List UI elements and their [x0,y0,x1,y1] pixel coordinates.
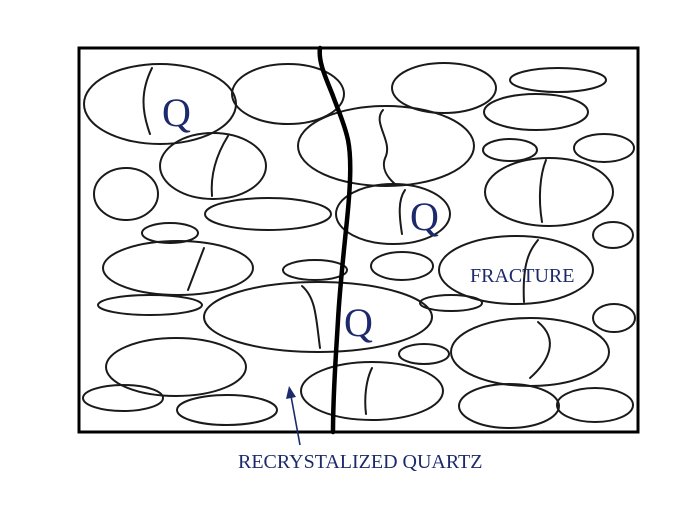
grain [419,294,483,312]
quartz-label: Q [344,300,373,345]
recrystallized-quartz-caption: RECRYSTALIZED QUARTZ [238,451,482,473]
grain [592,303,636,333]
grain-crack [522,239,539,303]
grain [300,361,444,421]
quartz-grains [82,62,636,429]
grain [82,384,164,412]
grain [102,240,254,296]
grain [391,62,497,114]
grain [370,251,434,281]
grain [509,67,607,93]
grain [105,337,247,397]
grain [458,383,560,429]
grain-crack [364,367,373,415]
grain [203,281,433,353]
grain [335,183,451,245]
grain [97,294,203,316]
grain [573,133,635,163]
thin-section-frame [77,46,640,434]
grain-crack [538,159,547,223]
grain [141,222,199,244]
grain-crack [210,135,229,197]
grain [297,105,475,187]
grain [176,394,278,426]
grain [282,259,348,281]
grain [204,197,332,231]
grain [483,93,589,131]
quartz-label: Q [410,194,439,239]
grain-crack [187,247,205,291]
grain [231,63,345,125]
grain [438,235,594,305]
fracture-label: FRACTURE [470,265,574,287]
grain [83,63,237,145]
grain [398,343,450,365]
grain [592,221,634,249]
grain-crack [301,285,321,349]
grain-cracks [142,67,551,415]
grain-crack [378,109,396,185]
grain [482,138,538,162]
grain [159,132,267,200]
grain-crack [529,321,551,379]
grain [450,317,610,387]
grain [93,167,159,221]
grain-crack [398,189,406,235]
grain [484,157,614,227]
quartz-label: Q [162,90,191,135]
grain [556,387,634,423]
grain-crack [142,67,153,135]
recrystallized-arrow [286,386,301,446]
main-fracture-line [317,45,353,435]
